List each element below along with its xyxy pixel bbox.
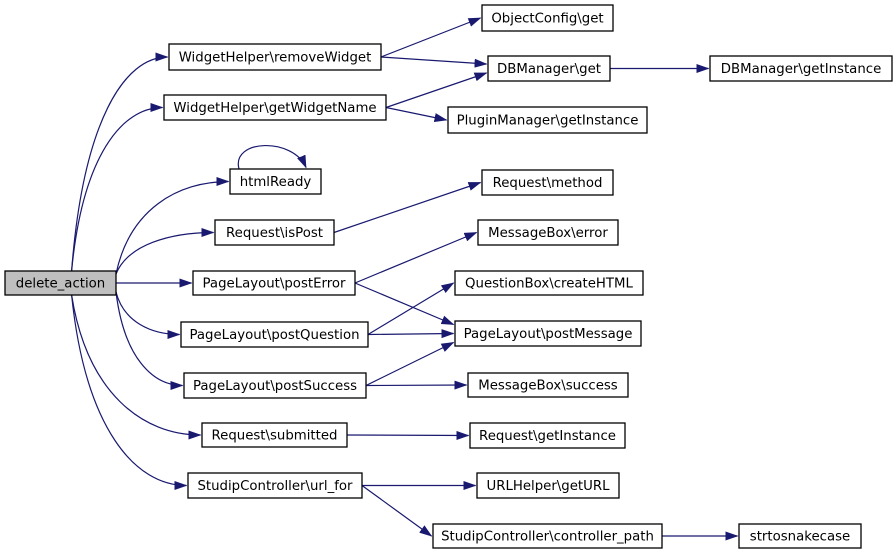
graph-node-dbGetInstance[interactable]: DBManager\getInstance [709, 55, 893, 82]
node-box [447, 106, 648, 134]
call-edge-getWidgetName-dbGet [385, 72, 488, 109]
node-box [476, 472, 620, 499]
graph-node-isPost[interactable]: Request\isPost [214, 219, 335, 246]
call-edge-htmlReady-htmlReady [237, 144, 307, 170]
graph-node-reqGetInstance[interactable]: Request\getInstance [469, 422, 626, 449]
call-edge-postSuccess-postMessage [365, 341, 455, 387]
node-box [168, 43, 382, 71]
call-edge-submitted-reqGetInstance [346, 430, 470, 440]
graph-node-submitted[interactable]: Request\submitted [201, 422, 348, 448]
graph-node-getWidgetName[interactable]: WidgetHelper\getWidgetName [163, 94, 387, 121]
graph-node-urlFor[interactable]: StudipController\url_for [187, 472, 363, 499]
node-box [214, 219, 335, 246]
node-box [487, 55, 611, 82]
node-label: PageLayout\postMessage [464, 327, 633, 342]
call-edge-removeWidget-objectConfigGet [380, 17, 482, 58]
graph-node-removeWidget[interactable]: WidgetHelper\removeWidget [168, 43, 382, 71]
node-box [454, 270, 644, 296]
node-label: PageLayout\postQuestion [189, 328, 359, 343]
graph-node-controllerPath[interactable]: StudipController\controller_path [432, 523, 663, 549]
graph-node-dbGet[interactable]: DBManager\get [487, 55, 611, 82]
node-label: WidgetHelper\getWidgetName [173, 101, 376, 116]
node-label: QuestionBox\createHTML [465, 277, 633, 292]
graph-node-reqMethod[interactable]: Request\method [481, 169, 614, 196]
node-box [454, 320, 642, 347]
call-edge-postQuestion-postMessage [367, 329, 455, 339]
call-edge-deleteAction-htmlReady [115, 177, 230, 275]
node-label: StudipController\url_for [197, 479, 353, 494]
graph-node-deleteAction: delete_action [4, 270, 117, 296]
node-label: DBManager\getInstance [721, 62, 882, 77]
graph-node-postSuccess[interactable]: PageLayout\postSuccess [183, 372, 367, 399]
node-label: URLHelper\getURL [486, 479, 610, 494]
call-edge-postQuestion-createHTML [367, 282, 455, 336]
graph-node-pluginGetInstance[interactable]: PluginManager\getInstance [447, 106, 648, 134]
call-edge-deleteAction-getWidgetName [71, 103, 164, 272]
node-box [163, 94, 387, 121]
graph-node-postError[interactable]: PageLayout\postError [192, 270, 356, 296]
edge-layer [71, 17, 739, 541]
call-edge-deleteAction-submitted [71, 294, 202, 440]
node-label: DBManager\get [497, 62, 601, 77]
graph-node-htmlReady[interactable]: htmlReady [229, 168, 322, 195]
node-box [709, 55, 893, 82]
node-box [201, 422, 348, 448]
node-label: WidgetHelper\removeWidget [179, 51, 372, 66]
node-box [183, 372, 367, 399]
node-label: htmlReady [240, 175, 312, 190]
graph-node-urlGetURL[interactable]: URLHelper\getURL [476, 472, 620, 499]
call-edge-postError-postMessage [354, 282, 455, 326]
graph-node-msgSuccess[interactable]: MessageBox\success [467, 372, 629, 398]
node-box [481, 4, 614, 32]
node-box [738, 523, 862, 549]
node-label: PluginManager\getInstance [457, 114, 639, 129]
node-box [180, 321, 369, 348]
node-layer: delete_action WidgetHelper\removeWidgetWi… [4, 4, 893, 549]
node-box [467, 372, 629, 398]
call-edge-deleteAction-isPost [115, 228, 215, 275]
call-edge-deleteAction-urlFor [71, 294, 188, 490]
node-box [192, 270, 356, 296]
node-box [4, 270, 117, 296]
call-edge-postError-msgError [354, 231, 478, 284]
call-edge-deleteAction-postQuestion [115, 291, 181, 339]
node-box [481, 169, 614, 196]
node-label: delete_action [16, 277, 105, 292]
node-box [477, 219, 619, 246]
graph-node-objectConfigGet[interactable]: ObjectConfig\get [481, 4, 614, 32]
node-label: strtosnakecase [750, 530, 850, 545]
node-label: MessageBox\error [488, 226, 608, 241]
call-edge-deleteAction-postSuccess [115, 291, 184, 390]
call-edge-postSuccess-msgSuccess [365, 380, 468, 390]
node-label: Request\isPost [226, 226, 323, 241]
node-label: PageLayout\postError [203, 277, 347, 292]
node-label: PageLayout\postSuccess [193, 379, 357, 394]
node-label: Request\method [493, 176, 603, 191]
graph-node-msgError[interactable]: MessageBox\error [477, 219, 619, 246]
call-edge-removeWidget-dbGet [380, 56, 488, 68]
graph-node-strtosnakecase[interactable]: strtosnakecase [738, 523, 862, 549]
node-box [229, 168, 322, 195]
node-label: MessageBox\success [478, 379, 618, 394]
call-edge-urlFor-controllerPath [361, 485, 433, 537]
graph-node-postMessage[interactable]: PageLayout\postMessage [454, 320, 642, 347]
node-box [432, 523, 663, 549]
call-edge-isPost-reqMethod [333, 181, 482, 234]
call-edge-getWidgetName-pluginGetInstance [385, 106, 448, 122]
node-label: Request\submitted [212, 429, 338, 444]
node-box [469, 422, 626, 449]
node-label: StudipController\controller_path [441, 530, 654, 545]
node-label: Request\getInstance [479, 429, 616, 444]
graph-node-postQuestion[interactable]: PageLayout\postQuestion [180, 321, 369, 348]
call-edge-deleteAction-removeWidget [71, 52, 169, 272]
node-label: ObjectConfig\get [491, 12, 603, 27]
node-box [187, 472, 363, 499]
graph-node-createHTML[interactable]: QuestionBox\createHTML [454, 270, 644, 296]
